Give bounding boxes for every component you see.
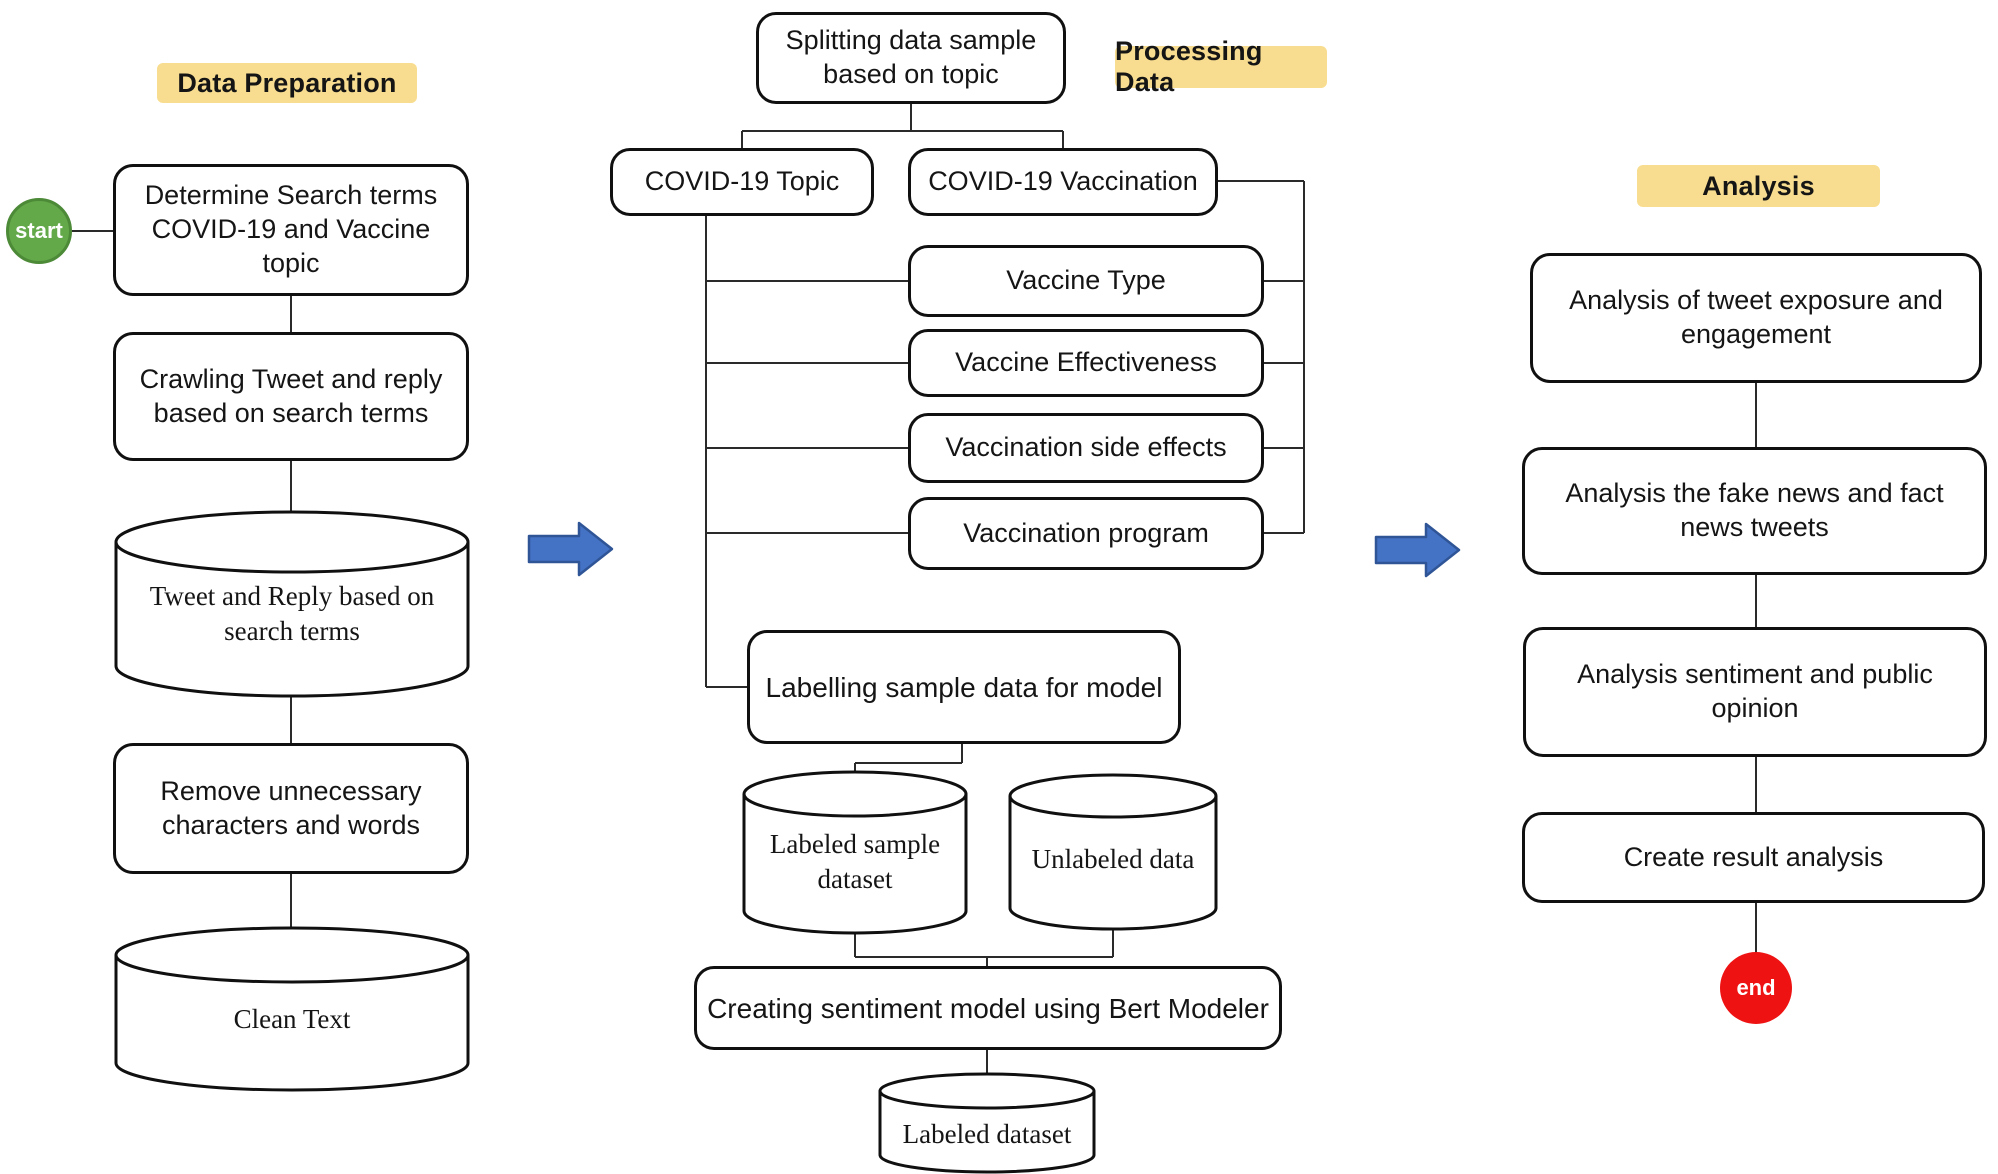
clean-text-datastore-shape [114,926,470,1092]
node-analysis-fake-news: Analysis the fake news and fact news twe… [1522,447,1987,575]
node-determine-search-terms: Determine Search terms COVID-19 and Vacc… [113,164,469,296]
unlabeled-datastore-shape [1008,773,1218,931]
node-remove-unnecessary: Remove unnecessary characters and words [113,743,469,874]
node-vaccine-type: Vaccine Type [908,245,1264,317]
node-analysis-exposure: Analysis of tweet exposure and engagemen… [1530,253,1982,383]
node-labelling-sample: Labelling sample data for model [747,630,1181,744]
section-label-data-preparation: Data Preparation [157,63,417,103]
data-preparation-connectors [72,230,292,937]
node-creating-sentiment-model: Creating sentiment model using Bert Mode… [694,966,1282,1050]
node-covid-topic: COVID-19 Topic [610,148,874,216]
node-splitting-data: Splitting data sample based on topic [756,12,1066,104]
labeled-sample-datastore-shape [742,770,968,935]
end-terminal: end [1720,952,1792,1024]
datastore-clean-text-label: Clean Text [233,1004,351,1035]
node-vaccination-side-effects: Vaccination side effects [908,413,1264,483]
section-label-analysis: Analysis [1637,165,1880,207]
tweet-reply-datastore-shape [114,510,470,698]
node-analysis-sentiment: Analysis sentiment and public opinion [1523,627,1987,757]
datastore-labeled-sample-label: Labeled sample dataset [769,828,941,894]
datastore-unlabeled-label: Unlabeled data [1031,844,1195,875]
start-terminal: start [6,198,72,264]
flow-arrow-icon [527,521,614,577]
node-covid-vaccination: COVID-19 Vaccination [908,148,1218,216]
flow-arrow-icon [1374,522,1461,578]
datastore-labeled-dataset-label: Labeled dataset [902,1119,1072,1150]
node-crawling-tweet: Crawling Tweet and reply based on search… [113,332,469,461]
processing-data-connectors [705,104,1305,1076]
section-label-processing-data: Processing Data [1115,36,1327,97]
datastore-tweet-reply-label: Tweet and Reply based on search terms [149,580,435,646]
node-vaccination-program: Vaccination program [908,497,1264,570]
labeled-dataset-datastore-shape [878,1072,1096,1174]
node-vaccine-effectiveness: Vaccine Effectiveness [908,329,1264,397]
node-create-result-analysis: Create result analysis [1522,812,1985,903]
